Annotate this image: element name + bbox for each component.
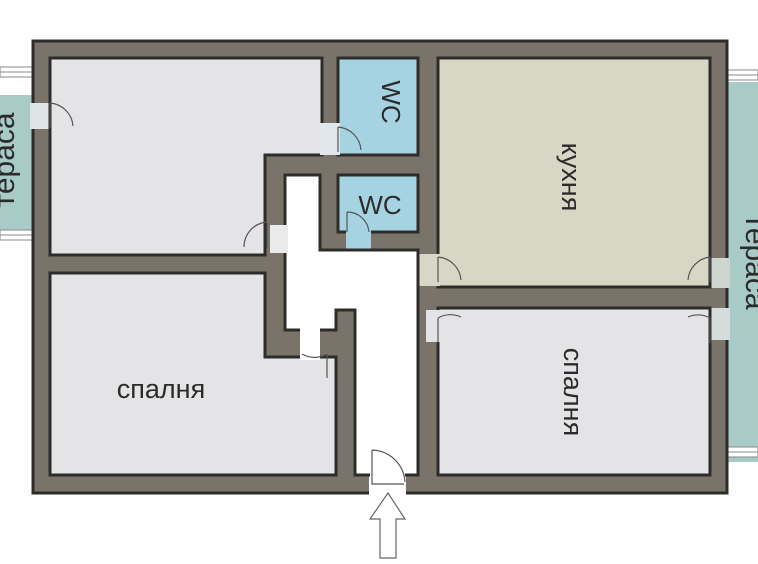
bedroom-right <box>436 306 712 477</box>
terrace-right-label: тераса <box>739 214 758 309</box>
wc-upper <box>336 56 420 157</box>
hallway <box>283 173 420 477</box>
terrace-left-label: тераса <box>0 112 21 207</box>
terrace-right <box>726 82 758 462</box>
kitchen <box>436 56 712 289</box>
bedroom-left <box>48 271 338 477</box>
wc-lower-label: WC <box>358 190 401 220</box>
room-top-left <box>48 56 324 257</box>
wc-upper-label: WC <box>376 80 406 123</box>
wc-lower <box>336 173 420 234</box>
bedroom-left-label: спалня <box>117 374 205 404</box>
bedroom-right-label: спалня <box>558 348 588 436</box>
arrow-up-icon <box>368 491 407 559</box>
door-swings <box>49 102 711 485</box>
kitchen-label: кухня <box>556 143 586 212</box>
terrace-left <box>0 95 33 231</box>
